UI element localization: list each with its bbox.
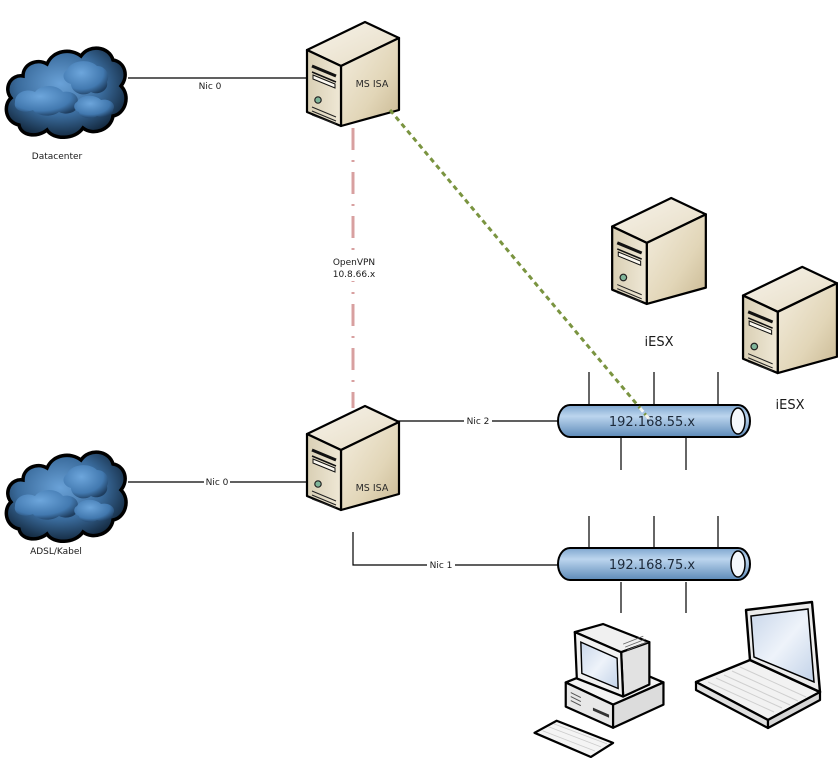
adsl-cloud-icon <box>4 450 128 544</box>
server-iesx-2-label: iESX <box>776 398 805 413</box>
lan75-stubs <box>588 516 719 613</box>
openvpn-subnet-label: 10.8.66.x <box>333 270 376 280</box>
server-isa-bottom-label: MS ISA <box>356 483 389 494</box>
link-adsl-nic0-label: Nic 0 <box>206 478 229 488</box>
server-iesx-2[interactable]: iESX <box>741 265 838 413</box>
server-iesx-1-label: iESX <box>645 335 674 350</box>
link-nic1 <box>352 532 558 566</box>
green-dotted-link-line <box>388 109 652 421</box>
network-lan55[interactable]: 192.168.55.x <box>557 404 751 438</box>
network-lan75-label: 192.168.75.x <box>609 558 696 573</box>
datacenter-label: Datacenter <box>32 152 83 162</box>
server-isa-bottom[interactable]: MS ISA <box>305 404 401 512</box>
server-iesx-1[interactable]: iESX <box>610 196 708 350</box>
server-tower-icon <box>305 404 401 512</box>
server-tower-icon <box>610 196 708 306</box>
server-tower-icon <box>305 20 401 128</box>
server-tower-icon <box>741 265 838 375</box>
network-lan55-label: 192.168.55.x <box>609 415 696 430</box>
link-nic1-label: Nic 1 <box>430 561 453 571</box>
lan55-stubs <box>588 372 719 470</box>
datacenter-cloud-icon <box>4 46 128 140</box>
server-isa-top-label: MS ISA <box>356 79 389 90</box>
wire-isa-to-lan75 <box>352 532 558 566</box>
link-nic2-label: Nic 2 <box>467 417 490 427</box>
network-bus-icon <box>557 547 751 581</box>
openvpn-label: OpenVPN <box>333 258 375 268</box>
network-lan75[interactable]: 192.168.75.x <box>557 547 751 581</box>
green-dotted-link-highlight <box>638 407 652 421</box>
adsl-label: ADSL/Kabel <box>30 547 82 557</box>
laptop-icon[interactable] <box>694 600 822 730</box>
desktop-pc-icon[interactable] <box>533 622 665 758</box>
network-bus-icon <box>557 404 751 438</box>
link-datacenter-nic0-label: Nic 0 <box>199 82 222 92</box>
server-isa-top[interactable]: MS ISA <box>305 20 401 128</box>
